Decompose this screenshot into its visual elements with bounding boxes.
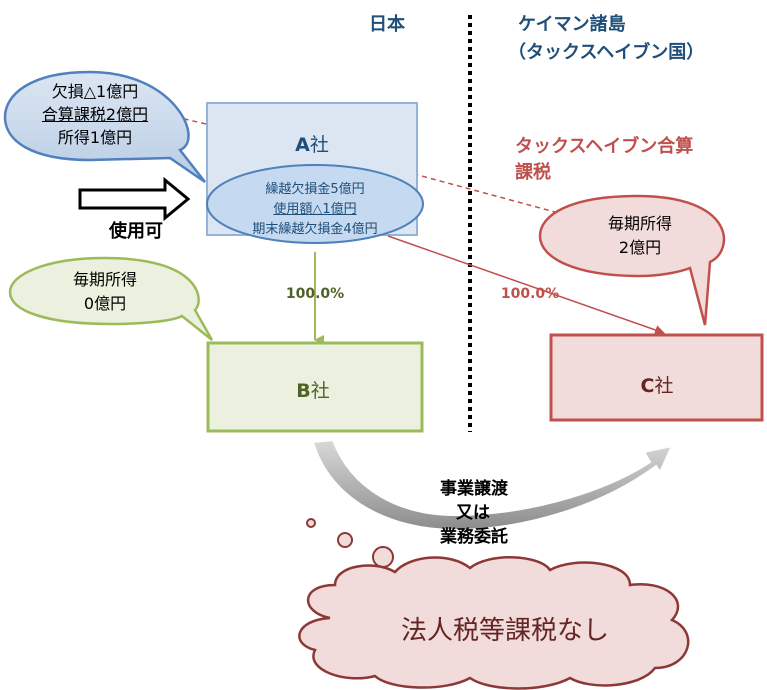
ownership-arrow-c bbox=[387, 235, 665, 335]
cfc-label-line1: タックスヘイブン合算 bbox=[515, 136, 694, 157]
company-a-loss-line1: 繰越欠損金5億円 bbox=[265, 182, 365, 197]
company-a-name: A社 bbox=[257, 130, 367, 157]
transfer-label-line3: 業務委託 bbox=[440, 527, 508, 547]
bubble-a-line1: 欠損△1億円 bbox=[51, 82, 139, 101]
company-a-letter: A bbox=[295, 134, 310, 156]
bubble-b-line2: 0億円 bbox=[83, 294, 127, 313]
company-c-name: C社 bbox=[602, 371, 712, 398]
usable-label: 使用可 bbox=[109, 221, 163, 242]
bubble-c-line2: 2億円 bbox=[618, 238, 662, 257]
company-b-name: B社 bbox=[258, 376, 368, 403]
company-b-suffix: 社 bbox=[310, 380, 330, 402]
transfer-label-line1: 事業譲渡 bbox=[440, 479, 508, 499]
transfer-label-line2: 又は bbox=[456, 503, 490, 523]
cfc-dashed-line bbox=[417, 174, 567, 216]
cfc-label-line2: 課税 bbox=[515, 162, 551, 183]
thought-dot-small bbox=[306, 518, 316, 528]
usable-arrow bbox=[78, 176, 191, 222]
bubble-b bbox=[8, 256, 214, 341]
thought-dot-large bbox=[372, 546, 394, 568]
region-cayman-subtitle: （タックスヘイブン国） bbox=[508, 42, 705, 63]
ownership-b-label: 100.0% bbox=[285, 286, 345, 302]
region-japan-label: 日本 bbox=[369, 14, 405, 35]
transfer-curved-arrow bbox=[311, 438, 674, 532]
cloud-text: 法人税等課税なし bbox=[400, 616, 609, 646]
company-a-suffix: 社 bbox=[309, 134, 329, 156]
company-a-loss-ellipse bbox=[206, 164, 424, 244]
region-cayman-label: ケイマン諸島 bbox=[518, 14, 626, 35]
company-b-letter: B bbox=[296, 380, 311, 402]
company-c-suffix: 社 bbox=[654, 375, 674, 397]
company-a-loss-line3: 期末繰越欠損金4億円 bbox=[252, 222, 378, 237]
bubble-a-line2: 合算課税2億円 bbox=[41, 105, 149, 124]
bubble-c-line1: 毎期所得 bbox=[607, 214, 672, 233]
company-c-letter: C bbox=[640, 375, 655, 397]
company-c-box bbox=[549, 333, 764, 422]
cloud-shape bbox=[298, 556, 690, 690]
thought-dot-medium bbox=[337, 532, 353, 548]
bubble-c bbox=[538, 194, 726, 326]
bubble-a-line3: 所得1億円 bbox=[57, 128, 133, 147]
ownership-c-label: 100.0% bbox=[500, 286, 560, 302]
company-a-loss-line2: 使用額△1億円 bbox=[273, 202, 357, 217]
bubble-b-line1: 毎期所得 bbox=[72, 270, 137, 289]
company-b-box bbox=[206, 341, 424, 433]
bubble-a bbox=[3, 70, 206, 184]
